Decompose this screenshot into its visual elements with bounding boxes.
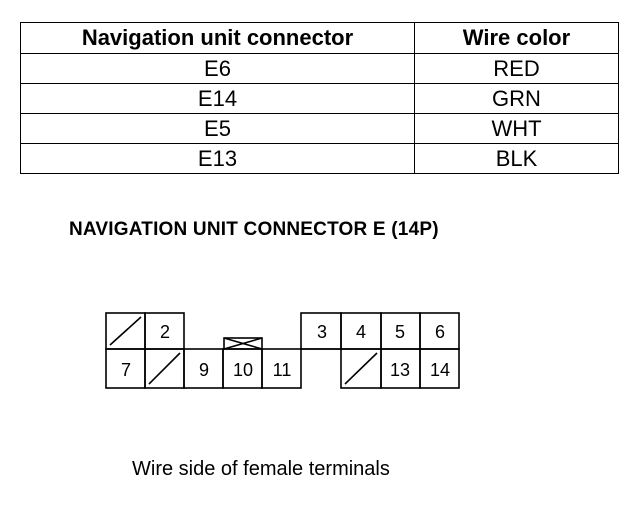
header-wire-color: Wire color	[414, 22, 619, 54]
cell-wire-color: BLK	[414, 143, 619, 174]
cell-terminal: E6	[20, 53, 415, 84]
terminal-label-10: 10	[233, 360, 253, 380]
terminal-label-5: 5	[395, 322, 405, 342]
cell-wire-color: GRN	[414, 83, 619, 114]
unused-terminal-slash	[109, 316, 142, 346]
terminal-label-6: 6	[435, 322, 445, 342]
lock-tab-cross	[223, 337, 263, 350]
header-connector: Navigation unit connector	[20, 22, 415, 54]
terminal-label-7: 7	[121, 360, 131, 380]
table-header-row: Navigation unit connector Wire color	[20, 22, 619, 54]
terminal-label-14: 14	[430, 360, 450, 380]
unused-terminal-slash	[344, 352, 378, 385]
terminal-label-3: 3	[317, 322, 327, 342]
terminal-label-4: 4	[356, 322, 366, 342]
terminal-label-9: 9	[199, 360, 209, 380]
terminal-label-11: 11	[273, 360, 292, 380]
terminal-label-13: 13	[390, 360, 410, 380]
diagram-caption: Wire side of female terminals	[132, 458, 390, 480]
wire-color-table: Navigation unit connector Wire color E6 …	[20, 22, 619, 174]
terminal-label-2: 2	[160, 322, 170, 342]
terminal-cell-14	[419, 348, 460, 389]
cell-terminal: E13	[20, 143, 415, 174]
unused-terminal-slash	[148, 352, 181, 385]
connector-heading: NAVIGATION UNIT CONNECTOR E (14P)	[69, 219, 439, 240]
terminal-cell-11	[261, 348, 302, 389]
lock-tab	[223, 337, 263, 350]
table-row: E13 BLK	[20, 143, 619, 174]
